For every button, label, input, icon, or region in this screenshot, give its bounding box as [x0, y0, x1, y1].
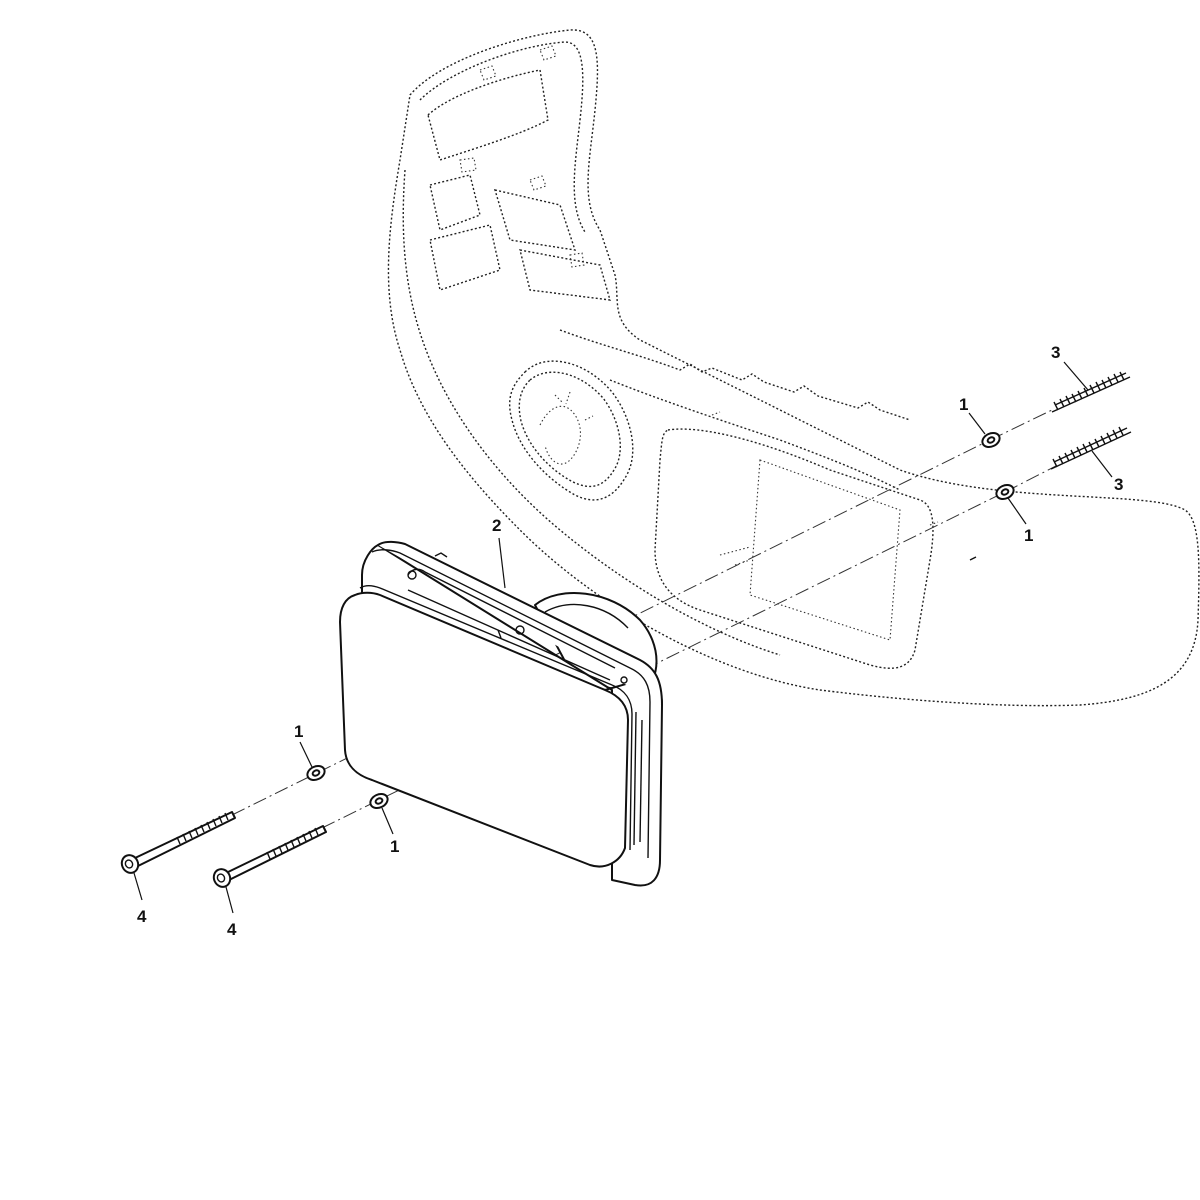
callout-spring-lower: 3 [1114, 475, 1123, 494]
callout-screw-left: 4 [137, 907, 147, 926]
callout-washer-upper-b: 1 [1024, 526, 1033, 545]
callout-headlamp: 2 [492, 516, 501, 535]
grille-reference-outline [387, 29, 1200, 707]
callout-labels: 1 1 1 1 2 3 3 4 4 [137, 343, 1123, 939]
washer-lower-a [306, 764, 326, 782]
washer-upper-b [995, 483, 1015, 501]
screw-left [120, 811, 236, 874]
screw-right [212, 825, 327, 888]
grille-emblem-reference [508, 360, 634, 501]
spring-upper [1051, 371, 1131, 413]
spring-lower [1050, 426, 1132, 470]
callout-spring-upper: 3 [1051, 343, 1060, 362]
washer-upper-a [981, 431, 1001, 449]
leader-lines [133, 361, 1113, 914]
callout-screw-right: 4 [227, 920, 237, 939]
headlamp-assembly [339, 540, 663, 887]
callout-washer-lower-b: 1 [390, 837, 399, 856]
washer-lower-b [369, 792, 389, 810]
callout-washer-upper-a: 1 [959, 395, 968, 414]
callout-washer-lower-a: 1 [294, 722, 303, 741]
